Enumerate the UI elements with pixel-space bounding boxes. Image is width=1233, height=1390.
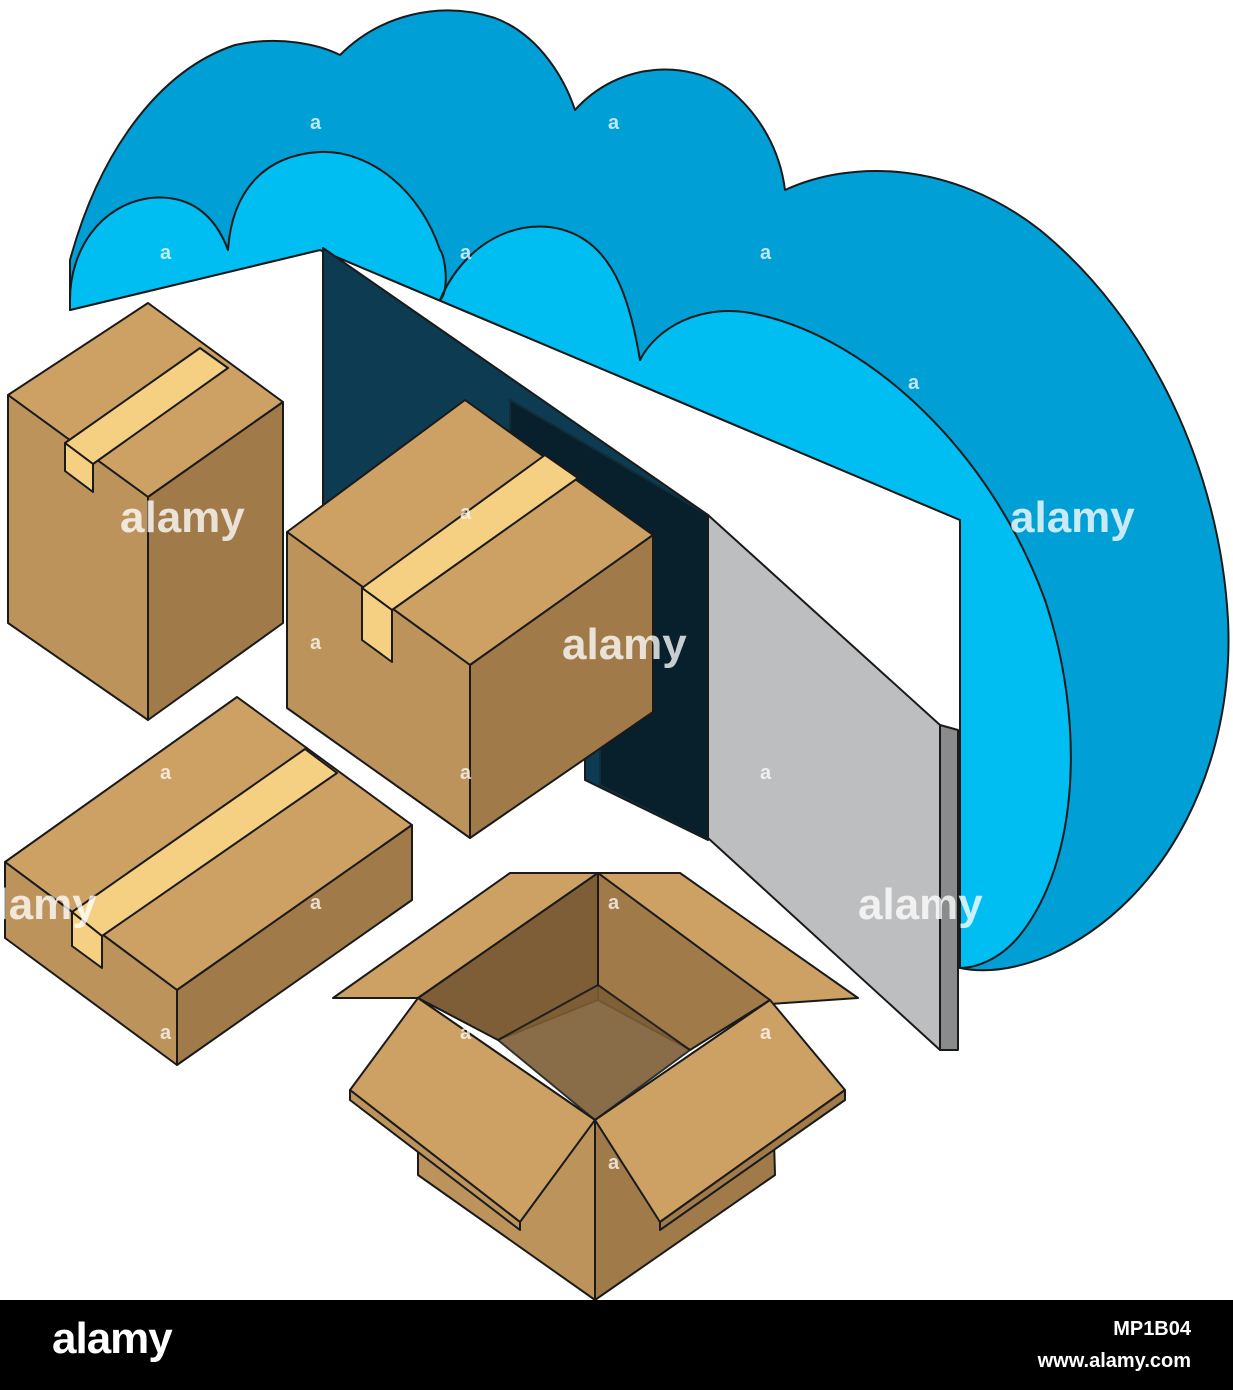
image-id-label: MP1B04 — [1113, 1318, 1191, 1340]
cloud-front — [69, 150, 1072, 969]
footer-logo: alamy — [52, 1314, 173, 1363]
footer-url: www.alamy.com — [1037, 1350, 1191, 1372]
box-bottom-left — [4, 696, 413, 1066]
box-top-left — [7, 302, 284, 721]
box-middle — [286, 399, 654, 839]
footer-bar: alamy MP1B04 www.alamy.com — [0, 1300, 1233, 1390]
cloud-storage-illustration — [4, 9, 1230, 1300]
box-open — [332, 872, 859, 1300]
